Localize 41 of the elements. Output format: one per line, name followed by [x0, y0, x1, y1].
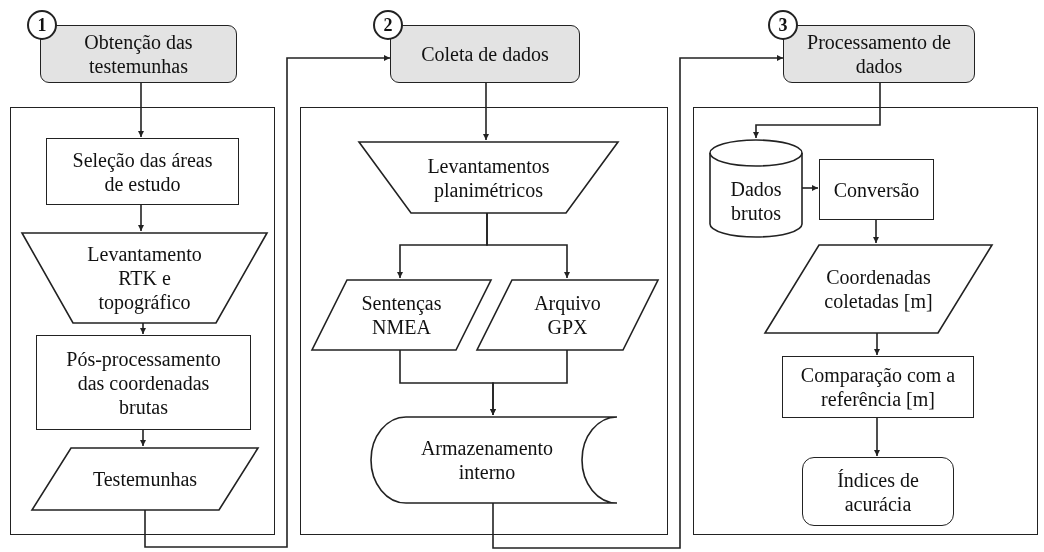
- connector-arrow: [483, 82, 489, 141]
- step-label: Dados brutos: [729, 176, 783, 225]
- connector-arrow: [138, 203, 144, 232]
- terminal-box: [802, 457, 954, 526]
- process-box: [36, 335, 251, 430]
- stage-frame: [10, 107, 275, 535]
- connector-arrow: [138, 82, 144, 138]
- step-label: Coordenadas coletadas [m]: [823, 265, 934, 313]
- connector-arrow: [140, 322, 146, 335]
- stage-frame: [693, 107, 1038, 535]
- stage-heading: Processamento de dados: [806, 30, 952, 78]
- step-label: Índices de acurácia: [836, 467, 920, 516]
- stage-heading-box: [390, 25, 580, 83]
- connector-arrow: [753, 82, 881, 139]
- connector-arrow: [492, 55, 784, 549]
- connector-arrow: [486, 212, 570, 279]
- step-label: Conversão: [833, 177, 920, 202]
- step-label: Levantamentos planimétricos: [426, 153, 551, 202]
- connector-arrow: [490, 349, 568, 416]
- step-label: Sentenças NMEA: [360, 291, 443, 339]
- step-number: 2: [373, 10, 403, 40]
- connector-arrow: [874, 416, 880, 457]
- step-label: Pós-processamento das coordenadas brutas: [65, 346, 222, 419]
- step-label: Levantamento RTK e topográfico: [86, 242, 203, 314]
- step-label: Armazenamento interno: [419, 436, 555, 484]
- step-label: Comparação com a referência [m]: [799, 363, 957, 411]
- stage-heading: Coleta de dados: [421, 42, 549, 66]
- step-number: 1: [27, 10, 57, 40]
- stage-heading: Obtenção das testemunhas: [83, 30, 194, 78]
- step-label: Testemunhas: [92, 467, 198, 491]
- process-box: [782, 356, 974, 418]
- step-label: Arquivo GPX: [533, 291, 602, 339]
- step-number: 3: [768, 10, 798, 40]
- process-box: [819, 159, 934, 220]
- connector-arrow: [144, 55, 391, 548]
- connector-arrow: [873, 218, 879, 244]
- stage-frame: [300, 107, 668, 535]
- step-label: Seleção das áreas de estudo: [71, 147, 214, 196]
- process-box: [46, 138, 239, 205]
- connector-arrow: [140, 428, 146, 447]
- connector-arrow: [874, 332, 880, 356]
